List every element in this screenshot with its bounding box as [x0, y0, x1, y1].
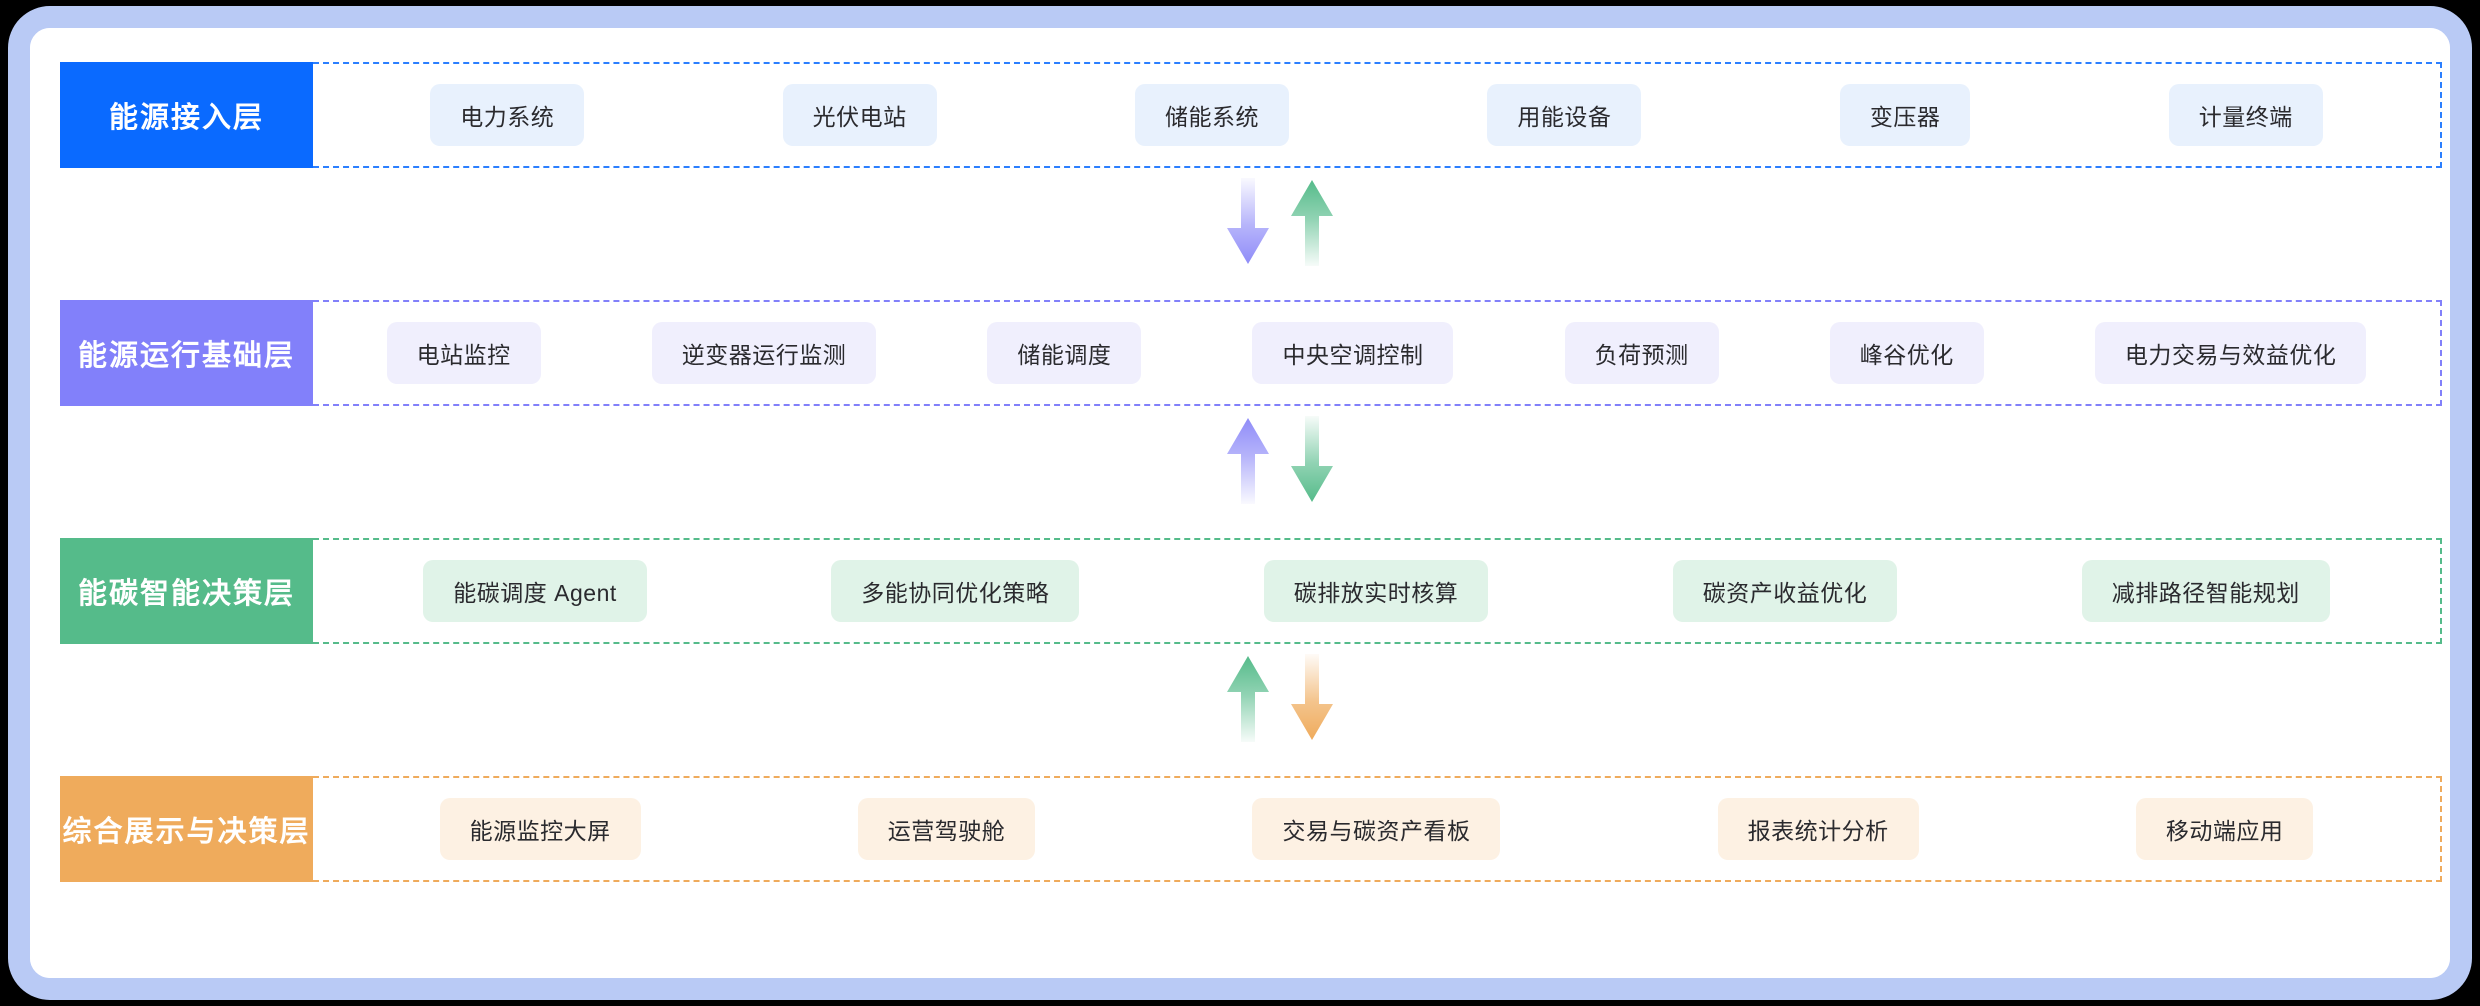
layer-header-energy-operation-base: 能源运行基础层 [60, 300, 313, 406]
chip-item[interactable]: 负荷预测 [1564, 322, 1719, 384]
chip-item[interactable]: 逆变器运行监测 [651, 322, 877, 384]
up-arrow-purple-icon [1227, 418, 1269, 504]
down-arrow-purple-icon [1227, 178, 1269, 264]
up-arrow-green-icon [1227, 656, 1269, 742]
chip-item[interactable]: 电力系统 [430, 84, 585, 146]
chip-item[interactable]: 光伏电站 [782, 84, 937, 146]
connector-operation-to-decision [1190, 410, 1370, 510]
up-arrow-green-icon [1291, 180, 1333, 266]
chip-item[interactable]: 峰谷优化 [1829, 322, 1984, 384]
chip-item[interactable]: 电站监控 [386, 322, 541, 384]
chip-item[interactable]: 变压器 [1839, 84, 1971, 146]
chip-item[interactable]: 移动端应用 [2135, 798, 2314, 860]
chip-item[interactable]: 电力交易与效益优化 [2094, 322, 2367, 384]
chip-item[interactable]: 多能协同优化策略 [831, 560, 1080, 622]
layer-header-integrated-display-decision: 综合展示与决策层 [60, 776, 313, 882]
chip-item[interactable]: 减排路径智能规划 [2081, 560, 2330, 622]
diagram-canvas: 能源接入层 电力系统 光伏电站 储能系统 用能设备 变压器 计量终端 [30, 28, 2450, 978]
down-arrow-green-icon [1291, 416, 1333, 502]
connector-decision-to-display [1190, 648, 1370, 748]
chip-item[interactable]: 计量终端 [2168, 84, 2323, 146]
layer-body-integrated-display-decision: 能源监控大屏 运营驾驶舱 交易与碳资产看板 报表统计分析 移动端应用 [313, 776, 2442, 882]
layer-body-energy-carbon-decision: 能碳调度 Agent 多能协同优化策略 碳排放实时核算 碳资产收益优化 减排路径… [313, 538, 2442, 644]
chip-item[interactable]: 交易与碳资产看板 [1252, 798, 1501, 860]
chip-item[interactable]: 用能设备 [1487, 84, 1642, 146]
down-arrow-orange-icon [1291, 654, 1333, 740]
layer-body-energy-operation-base: 电站监控 逆变器运行监测 储能调度 中央空调控制 负荷预测 峰谷优化 电力交易与… [313, 300, 2442, 406]
layer-body-energy-access: 电力系统 光伏电站 储能系统 用能设备 变压器 计量终端 [313, 62, 2442, 168]
layer-energy-operation-base: 能源运行基础层 电站监控 逆变器运行监测 储能调度 中央空调控制 负荷预测 峰谷… [60, 300, 2442, 406]
architecture-diagram: 能源接入层 电力系统 光伏电站 储能系统 用能设备 变压器 计量终端 [60, 38, 2442, 968]
diagram-frame: 能源接入层 电力系统 光伏电站 储能系统 用能设备 变压器 计量终端 [8, 6, 2472, 1000]
layer-energy-access: 能源接入层 电力系统 光伏电站 储能系统 用能设备 变压器 计量终端 [60, 62, 2442, 168]
layer-header-energy-access: 能源接入层 [60, 62, 313, 168]
chip-item[interactable]: 储能系统 [1135, 84, 1290, 146]
chip-item[interactable]: 储能调度 [987, 322, 1142, 384]
chip-item[interactable]: 中央空调控制 [1252, 322, 1454, 384]
chip-item[interactable]: 运营驾驶舱 [857, 798, 1036, 860]
layer-header-energy-carbon-decision: 能碳智能决策层 [60, 538, 313, 644]
chip-item[interactable]: 碳排放实时核算 [1263, 560, 1489, 622]
chip-item[interactable]: 能碳调度 Agent [423, 560, 647, 622]
layer-energy-carbon-decision: 能碳智能决策层 能碳调度 Agent 多能协同优化策略 碳排放实时核算 碳资产收… [60, 538, 2442, 644]
chip-item[interactable]: 碳资产收益优化 [1672, 560, 1898, 622]
layer-integrated-display-decision: 综合展示与决策层 能源监控大屏 运营驾驶舱 交易与碳资产看板 报表统计分析 移动… [60, 776, 2442, 882]
chip-item[interactable]: 报表统计分析 [1717, 798, 1919, 860]
chip-item[interactable]: 能源监控大屏 [439, 798, 641, 860]
connector-access-to-operation [1190, 172, 1370, 272]
